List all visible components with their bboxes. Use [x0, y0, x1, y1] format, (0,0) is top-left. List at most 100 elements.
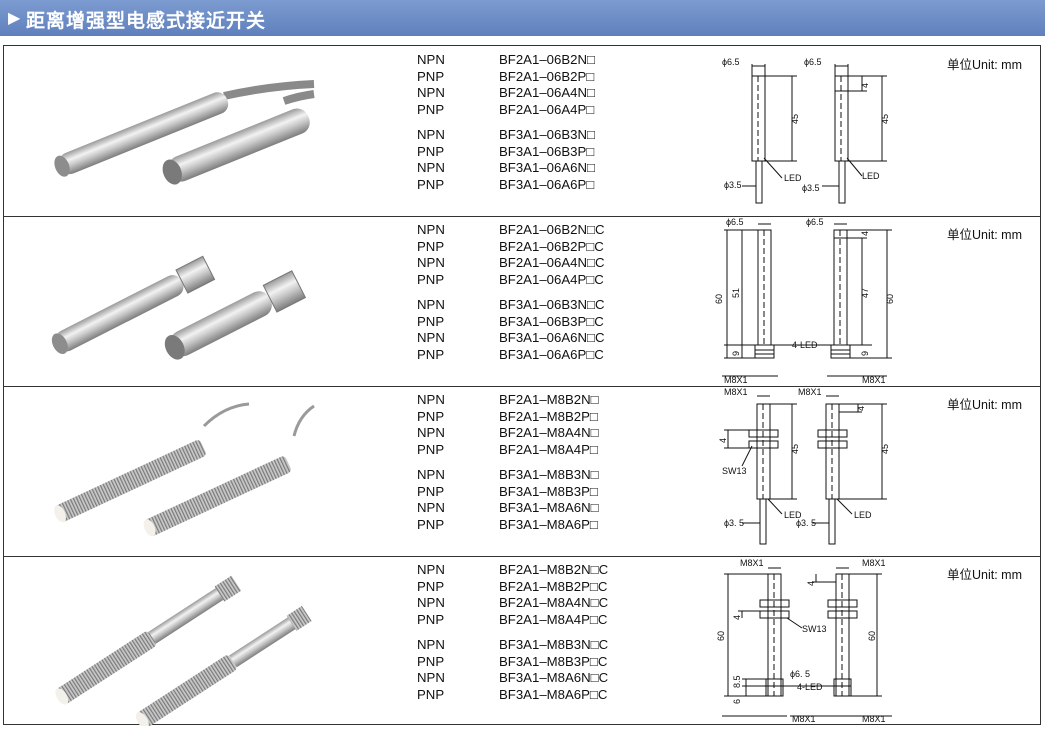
model-number: BF3A1–06A6N□: [499, 160, 595, 175]
diameter-label: ϕ6.5: [806, 217, 824, 227]
length-label: 45: [880, 114, 890, 124]
wrench-size-label: SW13: [802, 624, 827, 634]
led-label: LED: [854, 510, 872, 520]
cable-diameter-label: ϕ3. 5: [796, 518, 816, 528]
model-number: BF2A1–06B2N□: [499, 52, 595, 67]
model-number: BF3A1–06A6N□C: [499, 330, 605, 345]
output-type: NPN: [417, 160, 445, 175]
led-label: LED: [784, 510, 802, 520]
led-label: 4-LED: [792, 340, 818, 350]
length-label: 6: [732, 699, 742, 704]
output-type: PNP: [417, 68, 445, 84]
model-number: BF3A1–M8B3N□: [499, 467, 599, 482]
model-number: BF2A1–06A4P□: [499, 101, 595, 117]
length-label: 4: [732, 615, 742, 620]
model-number: BF3A1–M8B3P□: [499, 483, 598, 499]
length-label: 9: [860, 351, 870, 356]
model-number: BF2A1–06A4P□C: [499, 271, 604, 287]
output-type: NPN: [417, 392, 445, 407]
length-label: 4: [806, 581, 816, 586]
model-number: BF3A1–M8B3N□C: [499, 637, 609, 652]
cable-diameter-label: ϕ3.5: [802, 183, 820, 193]
length-label: 45: [790, 114, 800, 124]
thread-label: M8X1: [862, 375, 886, 385]
led-label: LED: [862, 171, 880, 181]
thread-label: M8X1: [724, 387, 748, 397]
output-type: PNP: [417, 686, 445, 702]
output-type: PNP: [417, 313, 445, 329]
model-number: BF2A1–06B2N□C: [499, 222, 605, 237]
product-photo: [51, 255, 307, 360]
model-number: BF2A1–M8A4P□C: [499, 611, 608, 627]
table-row: NPN PNP NPN PNP NPN PNP NPN PNP BF2A1–06…: [4, 216, 1040, 387]
thread-label: M8X1: [862, 714, 886, 724]
output-type: NPN: [417, 330, 445, 345]
model-number: BF2A1–06A4N□C: [499, 255, 605, 270]
table-row: NPN PNP NPN PNP NPN PNP NPN PNP BF2A1–M8…: [4, 556, 1040, 726]
model-list: BF2A1–06B2N□C BF2A1–06B2P□C BF2A1–06A4N□…: [499, 222, 604, 363]
output-type: PNP: [417, 441, 445, 457]
length-label: 45: [880, 444, 890, 454]
thread-label: M8X1: [862, 558, 886, 568]
product-photo: [55, 575, 312, 726]
output-type: PNP: [417, 101, 445, 117]
output-type: PNP: [417, 653, 445, 669]
output-type: NPN: [417, 595, 445, 610]
table-row: NPN PNP NPN PNP NPN PNP NPN PNP BF2A1–06…: [4, 46, 1040, 217]
model-number: BF2A1–M8B2N□: [499, 392, 599, 407]
length-label: 45: [790, 444, 800, 454]
unit-label: 单位Unit: mm: [947, 228, 1023, 242]
length-label: 4: [860, 231, 870, 236]
product-photo: [54, 80, 315, 185]
thread-label: M8X1: [724, 375, 748, 385]
thread-label: M8X1: [740, 558, 764, 568]
model-list: BF2A1–M8B2N□ BF2A1–M8B2P□ BF2A1–M8A4N□ B…: [499, 392, 599, 533]
output-type: PNP: [417, 346, 445, 362]
dimension-drawing: M8X1 M8X1 4 45 4 45 SW13 LED LED ϕ3. 5 ϕ…: [718, 387, 890, 545]
model-number: BF2A1–M8A4N□C: [499, 595, 609, 610]
output-type-list: NPN PNP NPN PNP NPN PNP NPN PNP: [417, 562, 445, 703]
model-number: BF3A1–06B3N□: [499, 127, 595, 142]
length-label: 4: [718, 438, 728, 443]
thread-label: M8X1: [792, 714, 816, 724]
model-number: BF2A1–06B2P□: [499, 68, 595, 84]
unit-label: 单位Unit: mm: [947, 58, 1023, 72]
length-label: 47: [860, 288, 870, 298]
section-header: ▶ 距离增强型电感式接近开关: [0, 0, 1045, 36]
triangle-bullet-icon: ▶: [8, 8, 21, 27]
unit-label: 单位Unit: mm: [947, 568, 1023, 582]
length-label: 4: [856, 406, 866, 411]
output-type: PNP: [417, 516, 445, 532]
model-number: BF3A1–M8A6P□C: [499, 686, 608, 702]
length-label: 51: [731, 288, 741, 298]
model-number: BF3A1–06A6P□C: [499, 346, 604, 362]
output-type: NPN: [417, 297, 445, 312]
diameter-label: ϕ6.5: [726, 217, 744, 227]
cable-diameter-label: ϕ3. 5: [724, 518, 744, 528]
dimension-drawing: M8X1 M8X1 4 4 60 60 8.5 6 SW13 ϕ6. 5 4-L…: [716, 558, 892, 724]
dimension-drawing: ϕ6.5 ϕ6.5 45 4 45 LED LED ϕ3.5 ϕ3.5: [722, 57, 890, 204]
output-type: PNP: [417, 143, 445, 159]
length-label: 60: [714, 294, 724, 304]
model-number: BF3A1–06B3P□: [499, 143, 595, 159]
output-type: NPN: [417, 127, 445, 142]
cable-diameter-label: ϕ3.5: [724, 180, 742, 190]
output-type: NPN: [417, 425, 445, 440]
output-type: NPN: [417, 222, 445, 237]
model-number: BF3A1–06A6P□: [499, 176, 595, 192]
model-number: BF3A1–M8A6N□C: [499, 670, 609, 685]
wrench-size-label: SW13: [722, 466, 747, 476]
length-label: 4: [860, 83, 870, 88]
thread-label: M8X1: [798, 387, 822, 397]
model-number: BF2A1–M8B2P□: [499, 408, 598, 424]
output-type: PNP: [417, 238, 445, 254]
diameter-label: ϕ6.5: [722, 57, 740, 67]
dimension-drawing: ϕ6.5 ϕ6.5 60 51 9 4 47 60 9 4-LED M8X1 M…: [714, 217, 895, 385]
model-number: BF2A1–06A4N□: [499, 85, 595, 100]
output-type: PNP: [417, 176, 445, 192]
output-type: NPN: [417, 467, 445, 482]
output-type: NPN: [417, 637, 445, 652]
section-title: 距离增强型电感式接近开关: [26, 10, 267, 32]
length-label: 60: [885, 294, 895, 304]
model-list: BF2A1–06B2N□ BF2A1–06B2P□ BF2A1–06A4N□ B…: [499, 52, 595, 193]
